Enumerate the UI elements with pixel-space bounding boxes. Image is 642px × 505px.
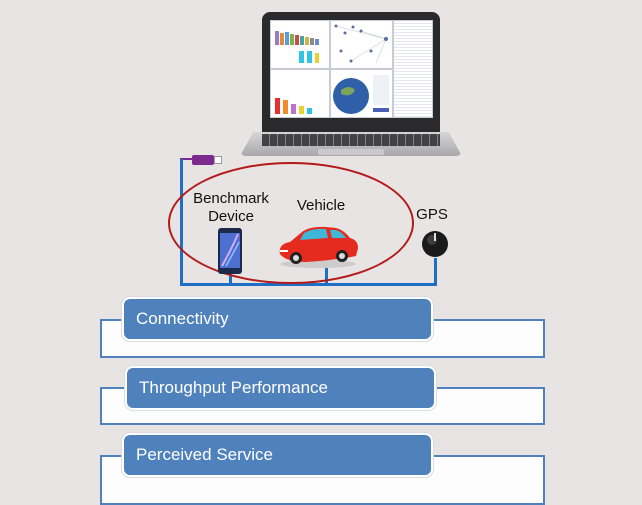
wire-phone bbox=[229, 272, 232, 285]
laptop-keyboard bbox=[262, 134, 440, 146]
dongle-cable bbox=[180, 158, 192, 160]
bar-chart-pane bbox=[270, 20, 330, 69]
vehicle-car-icon bbox=[279, 226, 358, 268]
wire-gps bbox=[434, 258, 437, 286]
globe-pane bbox=[330, 69, 393, 118]
data-table-pane bbox=[393, 20, 433, 118]
gps-label: GPS bbox=[416, 206, 448, 223]
device-group-ellipse bbox=[168, 162, 414, 284]
gps-receiver-icon bbox=[422, 231, 448, 257]
benchmark-label-line1: Benchmark bbox=[193, 190, 269, 207]
laptop-screen bbox=[270, 20, 433, 118]
wire-bottom-horizontal bbox=[180, 283, 437, 286]
network-map-pane bbox=[330, 20, 393, 69]
smartphone-icon bbox=[218, 228, 242, 274]
throughput-performance-label: Throughput Performance bbox=[125, 366, 436, 410]
connectivity-label: Connectivity bbox=[122, 297, 433, 341]
usb-dongle-icon bbox=[192, 155, 214, 165]
laptop-trackpad bbox=[318, 149, 384, 155]
benchmark-label-line2: Device bbox=[208, 208, 254, 225]
benchmark-device-label: Benchmark Device bbox=[186, 190, 276, 226]
perceived-service-label: Perceived Service bbox=[122, 433, 433, 477]
results-chart-pane bbox=[270, 69, 330, 118]
vehicle-label: Vehicle bbox=[296, 197, 346, 214]
usb-connector bbox=[214, 156, 222, 164]
